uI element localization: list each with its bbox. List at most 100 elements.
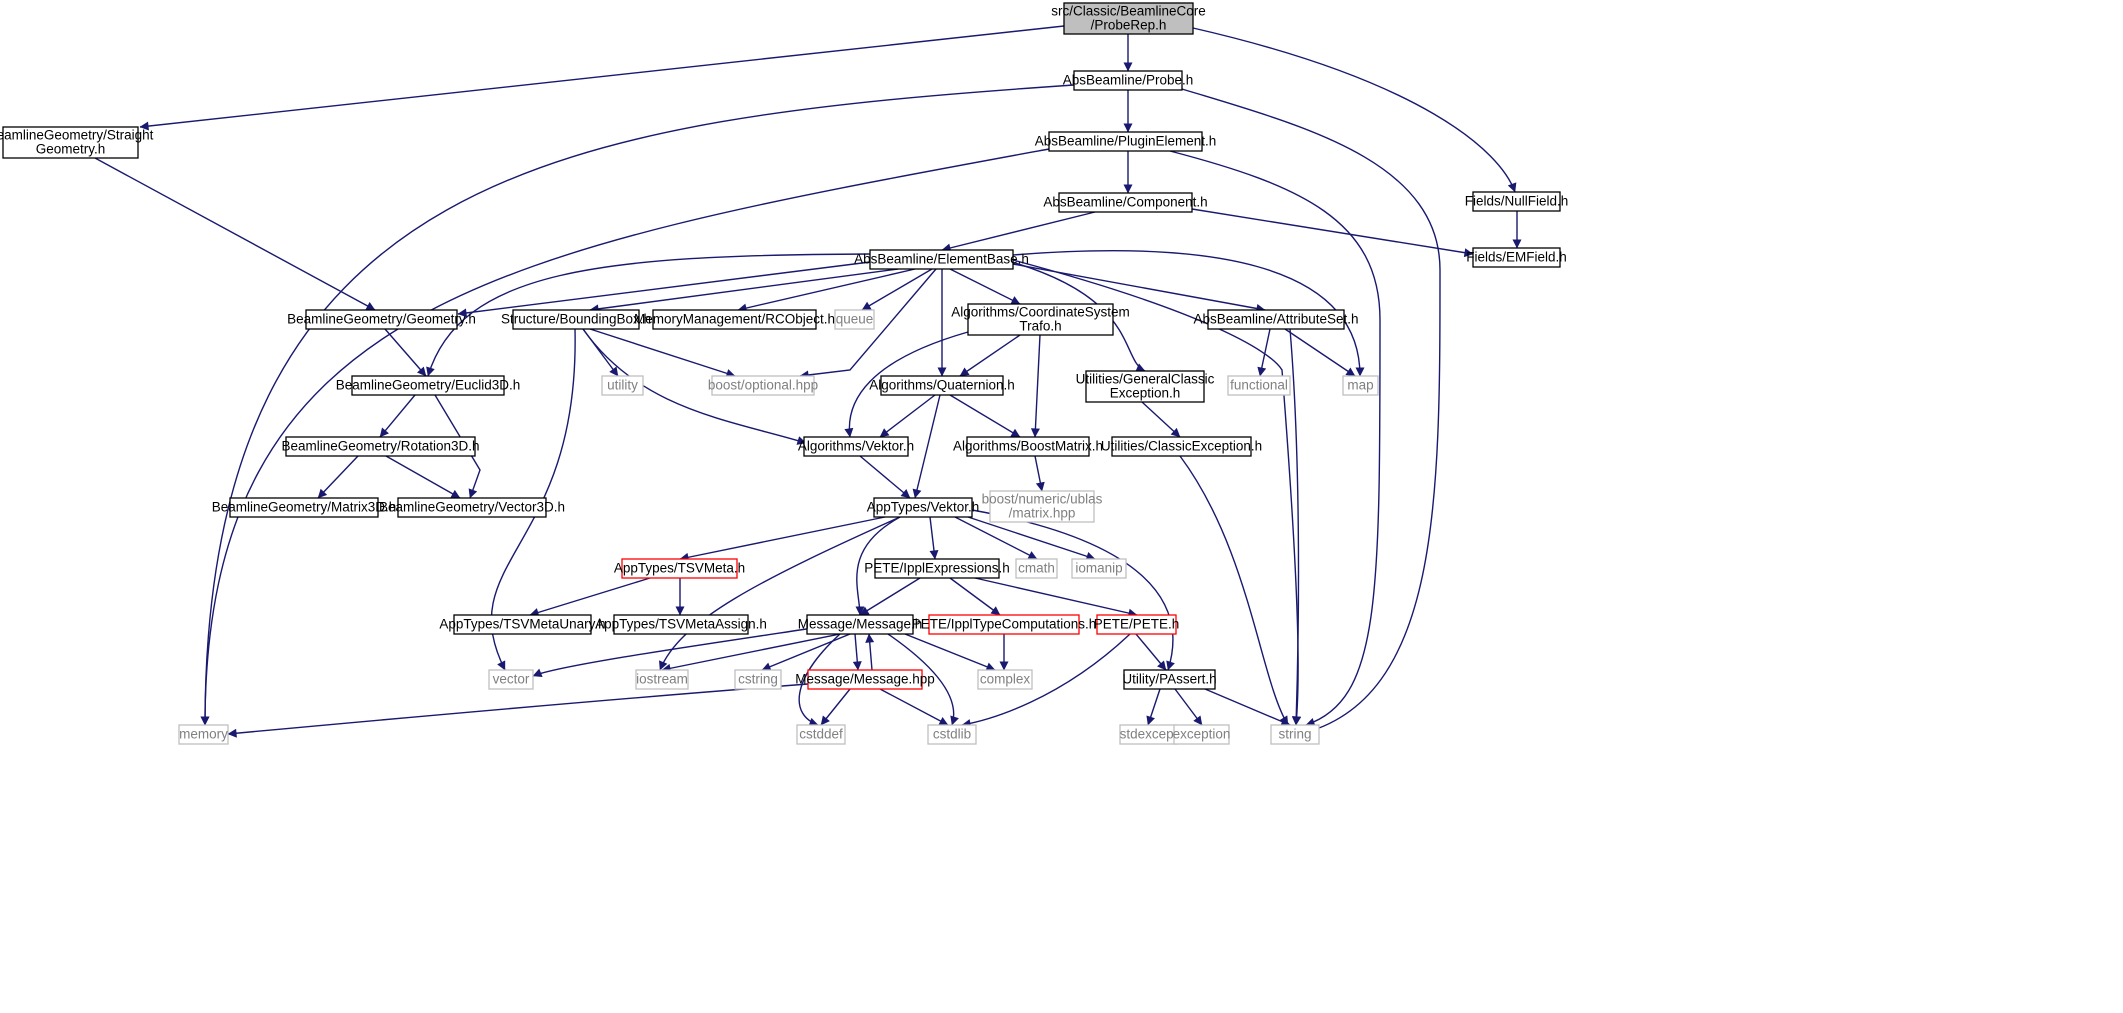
node-quaternion[interactable]: Algorithms/Quaternion.h (869, 375, 1015, 396)
edge-genclassicexc-to-classicexc (1141, 401, 1181, 438)
node-label: BeamlineGeometry/Rotation3D.h (281, 439, 479, 454)
node-geometry[interactable]: BeamlineGeometry/Geometry.h (287, 309, 476, 330)
node-cstring: cstring (734, 669, 782, 690)
node-boostmatrix[interactable]: Algorithms/BoostMatrix.h (953, 436, 1103, 457)
node-utility: utility (601, 375, 644, 396)
edge-classicexc-to-string (1179, 455, 1289, 726)
node-label: cmath (1018, 561, 1055, 576)
node-box (2, 126, 139, 159)
node-plugin[interactable]: AbsBeamline/PluginElement.h (1035, 131, 1217, 152)
node-label: AbsBeamline/ElementBase.h (854, 252, 1029, 267)
node-label: Algorithms/CoordinateSystem (951, 305, 1130, 320)
node-box (1048, 131, 1203, 152)
node-label: /matrix.hpp (1009, 506, 1076, 521)
node-probe[interactable]: AbsBeamline/Probe.h (1063, 70, 1194, 91)
node-matrix3d[interactable]: BeamlineGeometry/Matrix3D.h (212, 497, 397, 518)
node-label: AbsBeamline/AttributeSet.h (1193, 312, 1358, 327)
node-vector3d[interactable]: BeamlineGeometry/Vector3D.h (379, 497, 565, 518)
node-cstdlib: cstdlib (927, 724, 977, 745)
edge-root-to-nullfield (1192, 27, 1517, 193)
node-emfield[interactable]: Fields/EMField.h (1466, 247, 1567, 268)
edge-messagehpp-to-cstddef (820, 688, 851, 726)
node-attributeset[interactable]: AbsBeamline/AttributeSet.h (1193, 309, 1359, 330)
node-label: AbsBeamline/Component.h (1043, 195, 1207, 210)
node-cstddef: cstddef (796, 724, 846, 745)
node-algvektor[interactable]: Algorithms/Vektor.h (798, 436, 914, 457)
edge-elementbase-to-boundingbox (589, 268, 899, 314)
node-box (1073, 70, 1183, 91)
node-map: map (1342, 375, 1379, 396)
edge-root-to-straightgeom (139, 25, 1065, 131)
node-passert[interactable]: Utility/PAssert.h (1122, 669, 1217, 690)
node-box (1173, 724, 1230, 745)
node-label: /ProbeRep.h (1091, 18, 1167, 33)
node-box (834, 309, 875, 330)
edge-boundingbox-to-boostoptional (589, 328, 736, 378)
node-label: cstdlib (933, 727, 971, 742)
node-label: iomanip (1075, 561, 1122, 576)
node-tsvunary[interactable]: AppTypes/TSVMetaUnary.h (439, 614, 606, 635)
node-box (989, 490, 1095, 523)
node-nullfield[interactable]: Fields/NullField.h (1465, 191, 1569, 212)
node-elementbase[interactable]: AbsBeamline/ElementBase.h (854, 249, 1029, 270)
node-messagehpp[interactable]: Message/Message.hpp (795, 669, 935, 690)
node-box (351, 375, 505, 396)
node-exception: exception (1173, 724, 1230, 745)
edge-elementbase-to-euclid (426, 253, 871, 377)
edge-straightgeom-to-geometry (94, 157, 376, 311)
edge-ipplexpr-to-message (859, 577, 921, 616)
node-ippltype[interactable]: PETE/IpplTypeComputations.h (912, 614, 1097, 635)
edge-coordtrafo-to-quaternion (959, 334, 1021, 377)
edge-algvektor-to-appvektor (859, 455, 911, 499)
node-classicexc[interactable]: Utilities/ClassicException.h (1101, 436, 1262, 457)
node-label: AppTypes/TSVMetaUnary.h (439, 617, 605, 632)
edge-component-to-emfield (1191, 208, 1474, 258)
node-layer: src/Classic/BeamlineCore/ProbeRep.hAbsBe… (0, 2, 1569, 745)
node-label: src/Classic/BeamlineCore (1051, 4, 1206, 19)
node-tsvassign[interactable]: AppTypes/TSVMetaAssign.h (595, 614, 767, 635)
node-memory: memory (178, 724, 229, 745)
node-box (977, 669, 1033, 690)
node-box (453, 614, 592, 635)
node-label: Utilities/ClassicException.h (1101, 439, 1262, 454)
edge-message-to-iostream (661, 633, 841, 673)
node-boundingbox[interactable]: Structure/BoundingBox.h (501, 309, 651, 330)
node-ipplexpr[interactable]: PETE/IpplExpressions.h (864, 558, 1010, 579)
node-box (229, 497, 379, 518)
node-vector: vector (488, 669, 534, 690)
edge-quaternion-to-boostmatrix (949, 394, 1021, 438)
node-root[interactable]: src/Classic/BeamlineCore/ProbeRep.h (1051, 2, 1206, 35)
node-box (880, 375, 1004, 396)
node-box (613, 614, 749, 635)
node-box (1472, 247, 1561, 268)
node-label: BeamlineGeometry/Matrix3D.h (212, 500, 397, 515)
edge-pete-to-cstdlib (961, 633, 1131, 728)
node-functional: functional (1227, 375, 1291, 396)
node-euclid[interactable]: BeamlineGeometry/Euclid3D.h (336, 375, 521, 396)
node-message[interactable]: Message/Message.h (798, 614, 923, 635)
node-tsvmeta[interactable]: AppTypes/TSVMeta.h (614, 558, 745, 579)
node-box (807, 669, 923, 690)
node-box (601, 375, 644, 396)
edge-messagehpp-to-memory (227, 683, 809, 738)
node-box (927, 724, 977, 745)
edge-passert-to-exception (1174, 688, 1203, 726)
node-box (488, 669, 534, 690)
edge-rotation-to-vector3d (385, 455, 461, 499)
node-label: functional (1230, 378, 1288, 393)
node-box (806, 614, 914, 635)
node-label: boost/numeric/ublas (982, 492, 1103, 507)
node-pete[interactable]: PETE/PETE.h (1094, 614, 1180, 635)
edge-elementbase-to-map (1012, 249, 1365, 377)
edge-quaternion-to-appvektor (912, 394, 941, 499)
edge-elementbase-to-boostoptional (799, 268, 937, 380)
node-box (512, 309, 640, 330)
edge-euclid-to-vector3d (434, 394, 481, 499)
node-rcobject[interactable]: MemoryManagement/RCObject.h (634, 309, 835, 330)
node-appvektor[interactable]: AppTypes/Vektor.h (867, 497, 980, 518)
node-component[interactable]: AbsBeamline/Component.h (1043, 192, 1208, 213)
node-rotation[interactable]: BeamlineGeometry/Rotation3D.h (281, 436, 480, 457)
